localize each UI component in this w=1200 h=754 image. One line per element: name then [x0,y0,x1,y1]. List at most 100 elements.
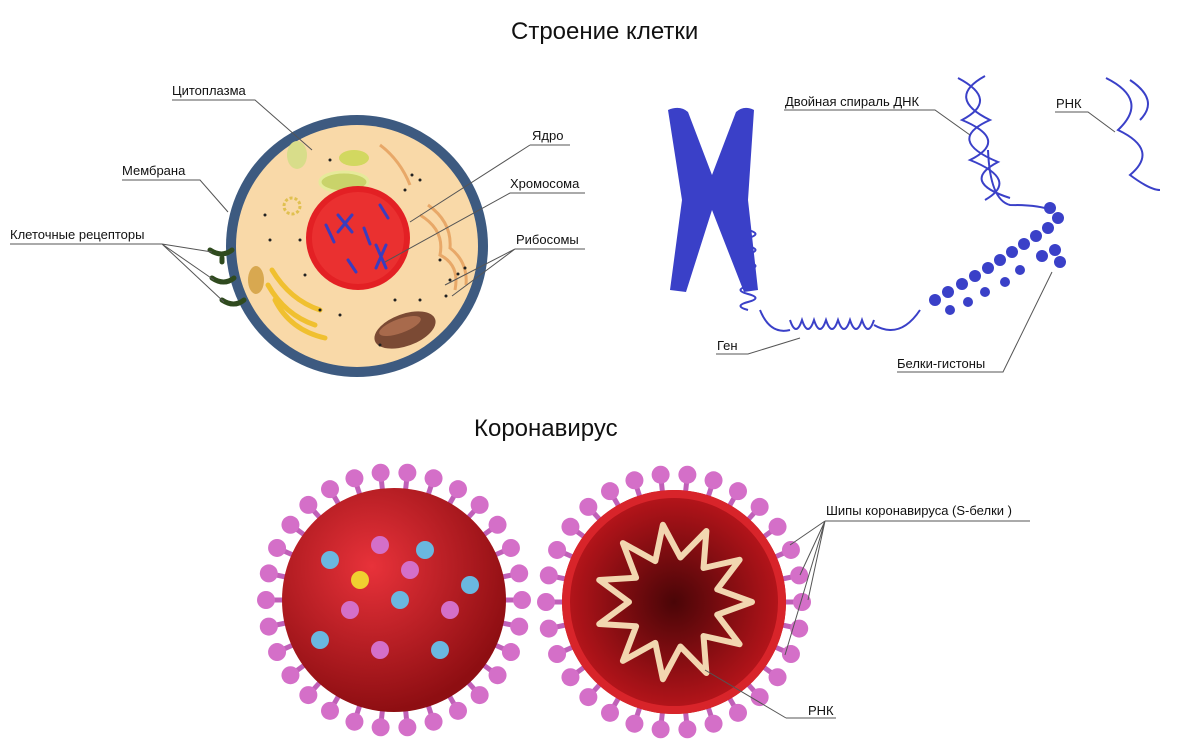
label-gene: Ген [717,338,738,353]
surface-protein [321,551,339,569]
spike-head [793,593,811,611]
label-chromosome: Хромосома [510,176,580,191]
spike-head [750,497,769,516]
spike-head [678,465,697,484]
virus-envelope [562,490,786,714]
golgi-apparatus [265,267,328,341]
surface-protein [431,641,449,659]
spike-head [501,538,520,557]
spike-head [750,688,769,707]
label-membrane: Мембрана [122,163,186,178]
surface-protein [341,601,359,619]
spike-head [449,480,467,499]
label-double-helix: Двойная спираль ДНК [785,94,920,109]
cell-receptors [207,247,247,307]
label-histones: Белки-гистоны [897,356,986,371]
spike-head [729,703,747,722]
spike-head [601,482,619,501]
spike-head [371,463,390,482]
spike-head [625,471,644,490]
spike-head [548,645,567,664]
virus-spikes-whole [257,463,531,737]
spike-head [299,686,318,705]
spike-head [704,471,723,490]
spike-head [257,591,275,609]
spike-head [704,714,723,733]
surface-protein [461,576,479,594]
spike-head [651,720,670,739]
spike-head [790,566,809,585]
dna-leader-lines [716,109,1116,373]
rna-strand [1105,77,1161,191]
surface-protein [371,641,389,659]
spike-head [539,619,558,638]
spike-head [371,718,390,737]
spike-head [424,712,443,731]
surface-protein [441,601,459,619]
spike-head [470,495,489,514]
chromatin-coils [739,149,1051,332]
spike-head [268,643,287,662]
spike-head [299,495,318,514]
spike-head [537,593,555,611]
label-spikes: Шипы коронавируса (S-белки ) [826,503,1012,518]
spike-head [488,666,507,685]
dna-double-helix [957,75,1011,201]
spike-head [768,668,787,687]
spike-head [510,564,529,583]
spike-head [625,714,644,733]
virus-spikes-section [537,465,811,739]
spike-head [268,538,287,557]
surface-protein [351,571,369,589]
histone-beads [929,202,1066,315]
spike-head [345,469,364,488]
spike-head [449,701,467,720]
spike-head [398,718,417,737]
spike-head [259,617,278,636]
spike-head [678,720,697,739]
spike-head [281,666,300,685]
spike-head [579,497,598,516]
spike-head [781,645,800,664]
spike-head [398,463,417,482]
virus-whole [257,463,531,737]
virus-leader-lines [704,520,1030,719]
label-cytoplasm: Цитоплазма [172,83,246,98]
spike-head [729,482,747,501]
spike-head [768,517,787,536]
x-chromosome [668,107,758,293]
virus-cross-section [537,465,811,739]
surface-protein [371,536,389,554]
label-receptors: Клеточные рецепторы [10,227,145,242]
spike-head [501,643,520,662]
nucleolus-highlight [312,192,404,284]
spike-head [513,591,531,609]
spike-head [548,540,567,559]
spike-head [281,515,300,534]
cell-leader-lines [10,99,585,303]
endoplasmic-reticulum [379,143,468,291]
spike-head [345,712,364,731]
ribosome-dots [263,158,467,347]
spike-head [259,564,278,583]
spike-head [561,668,580,687]
virus-rna-coil [596,521,755,683]
nuclear-chromosomes [324,203,390,274]
label-ribosomes: Рибосомы [516,232,579,247]
title-coronavirus: Коронавирус [474,415,618,442]
mitochondrion [374,311,436,349]
spike-head [651,465,670,484]
virus-surface-proteins [311,536,479,659]
title-cell-structure: Строение клетки [511,18,699,45]
spike-head [470,686,489,705]
spike-head [781,540,800,559]
spike-head [321,480,339,499]
label-virus-rna: РНК [808,703,834,718]
surface-protein [391,591,409,609]
spike-head [424,469,443,488]
spike-head [561,517,580,536]
